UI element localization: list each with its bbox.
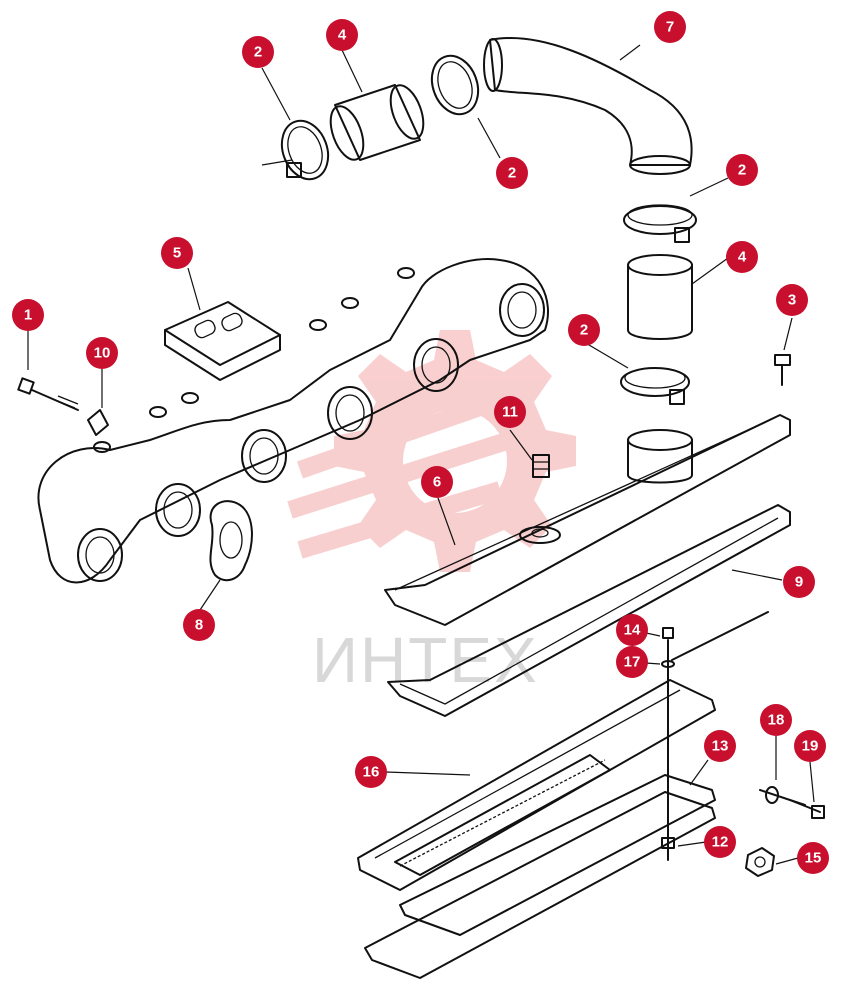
nut xyxy=(661,837,675,849)
manifold-bolt xyxy=(17,377,79,411)
callout-14: 14 xyxy=(616,614,648,646)
callout-12: 12 xyxy=(704,826,736,858)
callout-17: 17 xyxy=(616,646,648,678)
callout-18: 18 xyxy=(760,704,792,736)
fitting xyxy=(745,847,775,877)
callout-11: 11 xyxy=(494,396,526,428)
svg-text:16: 16 xyxy=(363,764,380,781)
svg-text:18: 18 xyxy=(768,712,785,729)
exhaust-manifold xyxy=(37,258,549,584)
callout-3: 3 xyxy=(776,284,808,316)
callout-2: 2 xyxy=(726,154,758,186)
svg-text:3: 3 xyxy=(788,292,796,309)
turbo-mounting-flange xyxy=(164,301,281,381)
elbow-hose xyxy=(483,37,693,175)
callout-13: 13 xyxy=(704,730,736,762)
callout-7: 7 xyxy=(654,11,686,43)
svg-text:17: 17 xyxy=(624,654,641,671)
callout-8: 8 xyxy=(183,609,215,641)
svg-text:15: 15 xyxy=(805,850,822,867)
svg-text:1: 1 xyxy=(24,307,32,324)
svg-text:12: 12 xyxy=(712,834,729,851)
heater-gasket-upper xyxy=(399,774,716,936)
hose-sleeve-lower xyxy=(627,254,693,340)
svg-text:11: 11 xyxy=(502,404,518,421)
stud-bolt xyxy=(661,611,769,861)
watermark-gear-logo xyxy=(287,330,576,572)
hose-clamp-upper-right xyxy=(430,54,480,116)
callout-16: 16 xyxy=(355,756,387,788)
callout-markers: 1 2 2 2 2 3 4 4 5 6 7 8 9 10 11 12 13 14… xyxy=(12,11,829,874)
hose-clamp-middle xyxy=(623,204,697,243)
manifold-gasket xyxy=(209,500,253,582)
hose-clamp-upper-left xyxy=(261,119,330,181)
grid-heater xyxy=(357,679,716,891)
cover-gasket xyxy=(387,504,791,717)
svg-text:5: 5 xyxy=(173,245,181,262)
heater-gasket-lower xyxy=(364,791,716,979)
svg-text:4: 4 xyxy=(338,27,347,44)
callout-15: 15 xyxy=(797,842,829,874)
callout-9: 9 xyxy=(783,566,815,598)
callout-19: 19 xyxy=(794,730,826,762)
callout-5: 5 xyxy=(161,237,193,269)
svg-text:9: 9 xyxy=(795,574,803,591)
svg-text:10: 10 xyxy=(94,345,111,362)
svg-text:6: 6 xyxy=(433,474,441,491)
cover-bolt xyxy=(774,354,791,386)
svg-text:2: 2 xyxy=(508,165,516,182)
svg-text:14: 14 xyxy=(624,622,641,639)
svg-text:19: 19 xyxy=(802,738,819,755)
svg-text:2: 2 xyxy=(254,44,262,61)
callout-10: 10 xyxy=(86,337,118,369)
callout-2: 2 xyxy=(568,314,600,346)
svg-text:13: 13 xyxy=(712,738,729,755)
svg-text:4: 4 xyxy=(738,249,747,266)
callout-2: 2 xyxy=(496,157,528,189)
hose-clamp-lower xyxy=(620,367,690,405)
plug xyxy=(532,454,550,478)
callout-4: 4 xyxy=(326,19,358,51)
svg-text:8: 8 xyxy=(195,617,203,634)
callout-4: 4 xyxy=(726,241,758,273)
terminal-nut xyxy=(789,799,825,819)
callout-2: 2 xyxy=(242,36,274,68)
lock-washer xyxy=(87,409,109,436)
callout-1: 1 xyxy=(12,299,44,331)
svg-text:2: 2 xyxy=(580,322,588,339)
intake-cover-plate xyxy=(384,414,791,626)
watermark-text: ИНТЕХ xyxy=(312,624,539,696)
svg-text:7: 7 xyxy=(666,19,674,36)
svg-text:2: 2 xyxy=(738,162,746,179)
hose-sleeve-upper xyxy=(329,84,425,161)
callout-6: 6 xyxy=(421,466,453,498)
